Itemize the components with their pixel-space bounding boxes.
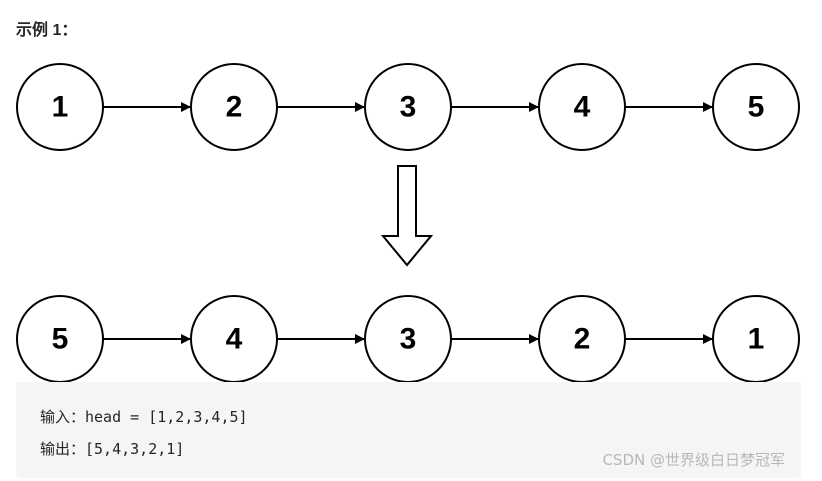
example-code-block: 输入：head = [1,2,3,4,5] 输出：[5,4,3,2,1] CSD… [16, 382, 801, 478]
csdn-watermark: CSDN @世界级白日梦冠军 [602, 451, 785, 469]
input-node-label-4: 4 [574, 91, 591, 124]
output-node-label-5: 1 [748, 323, 765, 356]
output-node-5 [712, 295, 800, 382]
input-node-label-3: 3 [400, 91, 417, 124]
input-node-label-1: 1 [52, 91, 69, 124]
output-node-label-3: 3 [400, 323, 417, 356]
example-title: 示例 1： [16, 22, 78, 39]
transform-down-arrow-icon [380, 165, 434, 267]
output-node-label-2: 4 [226, 323, 243, 356]
input-list-row: 1 2 3 4 5 [16, 63, 800, 151]
input-node-label-2: 2 [226, 91, 243, 124]
output-line: 输出：[5,4,3,2,1] [40, 440, 185, 458]
output-node-label-1: 5 [52, 323, 69, 356]
output-list-row: 5 4 3 2 1 [16, 295, 800, 382]
input-line: 输入：head = [1,2,3,4,5] [40, 408, 248, 426]
output-node-label-4: 2 [574, 323, 591, 356]
input-node-5 [712, 63, 800, 151]
input-node-label-5: 5 [748, 91, 765, 124]
linked-list-diagram: 1 2 3 4 5 5 4 3 2 1 [16, 63, 800, 382]
